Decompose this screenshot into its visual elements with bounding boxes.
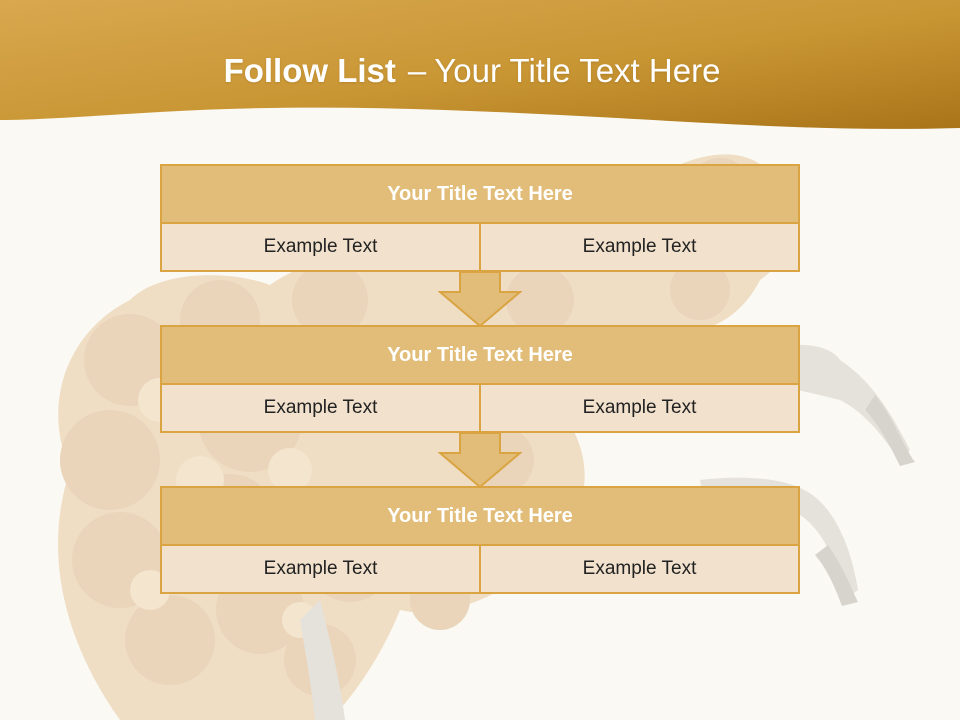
list-block-2: Your Title Text Here Example Text Exampl… xyxy=(160,325,800,433)
block-3-right-text: Example Text xyxy=(479,546,798,592)
block-2-title: Your Title Text Here xyxy=(162,327,798,385)
block-2-right-text: Example Text xyxy=(479,385,798,431)
down-arrow-icon xyxy=(438,271,522,328)
title-bold-part: Follow List xyxy=(223,52,396,89)
list-block-3: Your Title Text Here Example Text Exampl… xyxy=(160,486,800,594)
list-block-1: Your Title Text Here Example Text Exampl… xyxy=(160,164,800,272)
block-3-row: Example Text Example Text xyxy=(162,546,798,592)
block-3-title: Your Title Text Here xyxy=(162,488,798,546)
block-2-row: Example Text Example Text xyxy=(162,385,798,431)
block-1-right-text: Example Text xyxy=(479,224,798,270)
slide-title: Follow List–Your Title Text Here xyxy=(0,52,944,90)
block-3-left-text: Example Text xyxy=(263,558,378,579)
block-1-title: Your Title Text Here xyxy=(162,166,798,224)
header-band xyxy=(0,0,960,129)
block-1-row: Example Text Example Text xyxy=(162,224,798,270)
down-arrow-icon xyxy=(438,432,522,489)
title-rest-part: Your Title Text Here xyxy=(434,52,721,89)
block-1-left-text: Example Text xyxy=(263,236,378,257)
block-2-left-text: Example Text xyxy=(263,397,378,418)
title-separator: – xyxy=(407,52,427,89)
